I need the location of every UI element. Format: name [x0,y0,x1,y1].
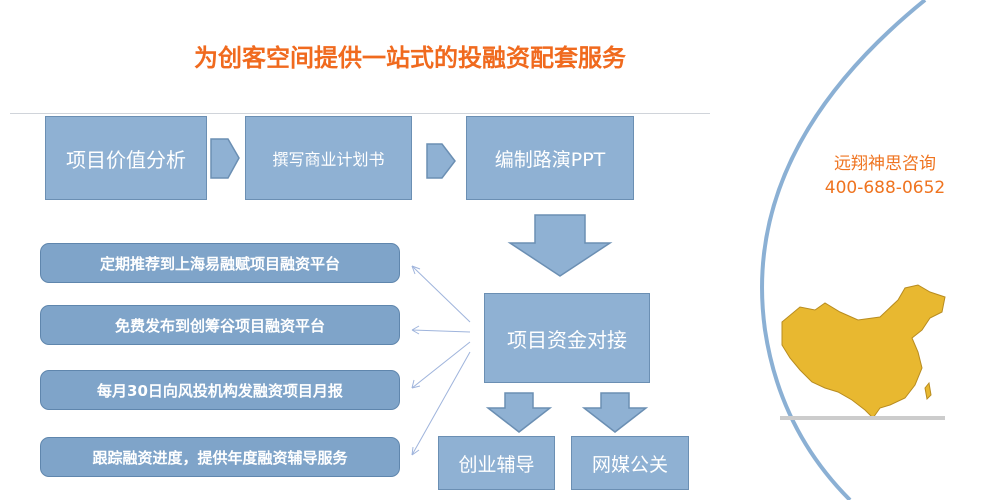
service-item: 跟踪融资进度，提供年度融资辅导服务 [40,437,400,477]
connector-arrows [411,265,471,456]
service-item: 每月30日向风投机构发融资项目月报 [40,370,400,410]
service-item: 定期推荐到上海易融赋项目融资平台 [40,243,400,283]
company-phone: 400-688-0652 [824,178,946,198]
step-business-plan: 撰写商业计划书 [245,116,412,200]
service-item: 免费发布到创筹谷项目融资平台 [40,305,400,345]
company-name: 远翔神思咨询 [834,154,936,174]
down-arrow-large [507,214,613,277]
step-project-valuation: 项目价值分析 [45,116,207,200]
down-arrow-right [581,392,649,433]
step-roadshow-ppt: 编制路演PPT [466,116,634,200]
funding-matching-box: 项目资金对接 [484,293,650,383]
company-info: 远翔神思咨询 400-688-0652 [800,152,970,200]
decorative-arc [760,0,927,500]
chevron-arrow-2 [426,143,456,179]
chevron-arrow-1 [210,138,240,179]
page-title: 为创客空间提供一站式的投融资配套服务 [194,44,626,72]
output-startup-coaching: 创业辅导 [438,436,555,490]
down-arrow-left [485,392,553,433]
china-map-icon [780,284,946,420]
output-media-pr: 网媒公关 [571,436,689,490]
divider [10,113,710,114]
